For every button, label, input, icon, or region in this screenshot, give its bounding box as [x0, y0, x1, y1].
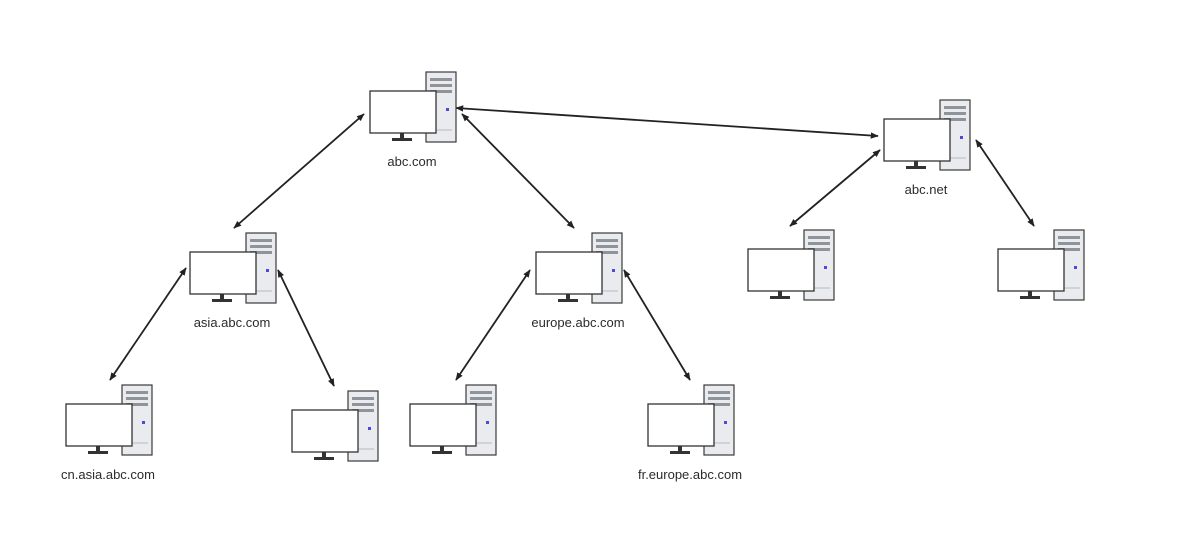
node-net_child_1[interactable] — [747, 229, 835, 301]
edge-abc_com-abc_net — [455, 105, 879, 139]
monitor-stand — [400, 133, 404, 139]
power-led — [266, 269, 269, 272]
monitor-icon — [65, 403, 133, 447]
drive-slot — [1058, 242, 1080, 245]
edge-abc_net-net_child_2 — [975, 139, 1035, 227]
drive-slot — [708, 403, 730, 406]
node-europe[interactable]: europe.abc.com — [531, 232, 625, 330]
monitor-base — [558, 299, 578, 302]
monitor-base — [432, 451, 452, 454]
monitor-icon — [883, 118, 951, 162]
drive-slot — [430, 84, 452, 87]
edge-abc_com-asia — [233, 113, 365, 229]
node-label: asia.abc.com — [194, 315, 271, 330]
power-led — [446, 108, 449, 111]
drive-slot — [808, 236, 830, 239]
monitor-stand — [220, 294, 224, 300]
drive-slot — [250, 245, 272, 248]
edge-asia-cn_asia — [109, 267, 187, 381]
monitor-stand — [96, 446, 100, 452]
drive-slot — [430, 78, 452, 81]
drive-slot — [470, 397, 492, 400]
drive-slot — [808, 242, 830, 245]
drive-slot — [430, 90, 452, 93]
node-asia_child_2[interactable] — [291, 390, 379, 462]
power-led — [824, 266, 827, 269]
node-abc_net[interactable]: abc.net — [883, 99, 971, 197]
drive-slot — [944, 118, 966, 121]
monitor-icon — [535, 251, 603, 295]
node-europe_child_1[interactable] — [409, 384, 497, 456]
monitor-base — [88, 451, 108, 454]
drive-slot — [250, 251, 272, 254]
node-net_child_2[interactable] — [997, 229, 1085, 301]
drive-slot — [1058, 248, 1080, 251]
nodes-layer: abc.com abc.net asia.abc.com europe.abc.com… — [61, 71, 1085, 482]
drive-slot — [352, 409, 374, 412]
edge-abc_com-europe — [461, 113, 575, 229]
monitor-icon — [291, 409, 359, 453]
monitor-icon — [369, 90, 437, 134]
power-led — [960, 136, 963, 139]
monitor-stand — [678, 446, 682, 452]
node-label: fr.europe.abc.com — [638, 467, 742, 482]
power-led — [142, 421, 145, 424]
node-abc_com[interactable]: abc.com — [369, 71, 457, 169]
monitor-base — [906, 166, 926, 169]
drive-slot — [808, 248, 830, 251]
monitor-base — [392, 138, 412, 141]
monitor-icon — [189, 251, 257, 295]
drive-slot — [596, 239, 618, 242]
drive-slot — [352, 397, 374, 400]
drive-slot — [126, 403, 148, 406]
power-led — [368, 427, 371, 430]
drive-slot — [126, 397, 148, 400]
monitor-base — [314, 457, 334, 460]
drive-slot — [596, 245, 618, 248]
power-led — [1074, 266, 1077, 269]
drive-slot — [470, 403, 492, 406]
drive-slot — [596, 251, 618, 254]
edge-europe-europe_child_1 — [455, 269, 531, 381]
node-cn_asia[interactable]: cn.asia.abc.com — [61, 384, 155, 482]
power-led — [486, 421, 489, 424]
power-led — [724, 421, 727, 424]
edge-abc_net-net_child_1 — [789, 149, 881, 227]
monitor-base — [770, 296, 790, 299]
monitor-stand — [566, 294, 570, 300]
monitor-base — [1020, 296, 1040, 299]
drive-slot — [708, 391, 730, 394]
edges-layer — [109, 105, 1035, 387]
monitor-icon — [747, 248, 815, 292]
monitor-stand — [914, 161, 918, 167]
edge-asia-asia_child_2 — [277, 269, 335, 387]
drive-slot — [250, 239, 272, 242]
drive-slot — [944, 106, 966, 109]
drive-slot — [126, 391, 148, 394]
drive-slot — [708, 397, 730, 400]
monitor-base — [212, 299, 232, 302]
monitor-icon — [997, 248, 1065, 292]
monitor-stand — [1028, 291, 1032, 297]
node-fr_europe[interactable]: fr.europe.abc.com — [638, 384, 742, 482]
node-label: cn.asia.abc.com — [61, 467, 155, 482]
monitor-base — [670, 451, 690, 454]
monitor-stand — [440, 446, 444, 452]
node-asia[interactable]: asia.abc.com — [189, 232, 277, 330]
monitor-icon — [409, 403, 477, 447]
monitor-stand — [778, 291, 782, 297]
node-label: abc.net — [905, 182, 948, 197]
monitor-icon — [647, 403, 715, 447]
drive-slot — [352, 403, 374, 406]
edge-europe-fr_europe — [623, 269, 691, 381]
monitor-stand — [322, 452, 326, 458]
drive-slot — [944, 112, 966, 115]
power-led — [612, 269, 615, 272]
drive-slot — [470, 391, 492, 394]
node-label: abc.com — [387, 154, 436, 169]
drive-slot — [1058, 236, 1080, 239]
node-label: europe.abc.com — [531, 315, 624, 330]
